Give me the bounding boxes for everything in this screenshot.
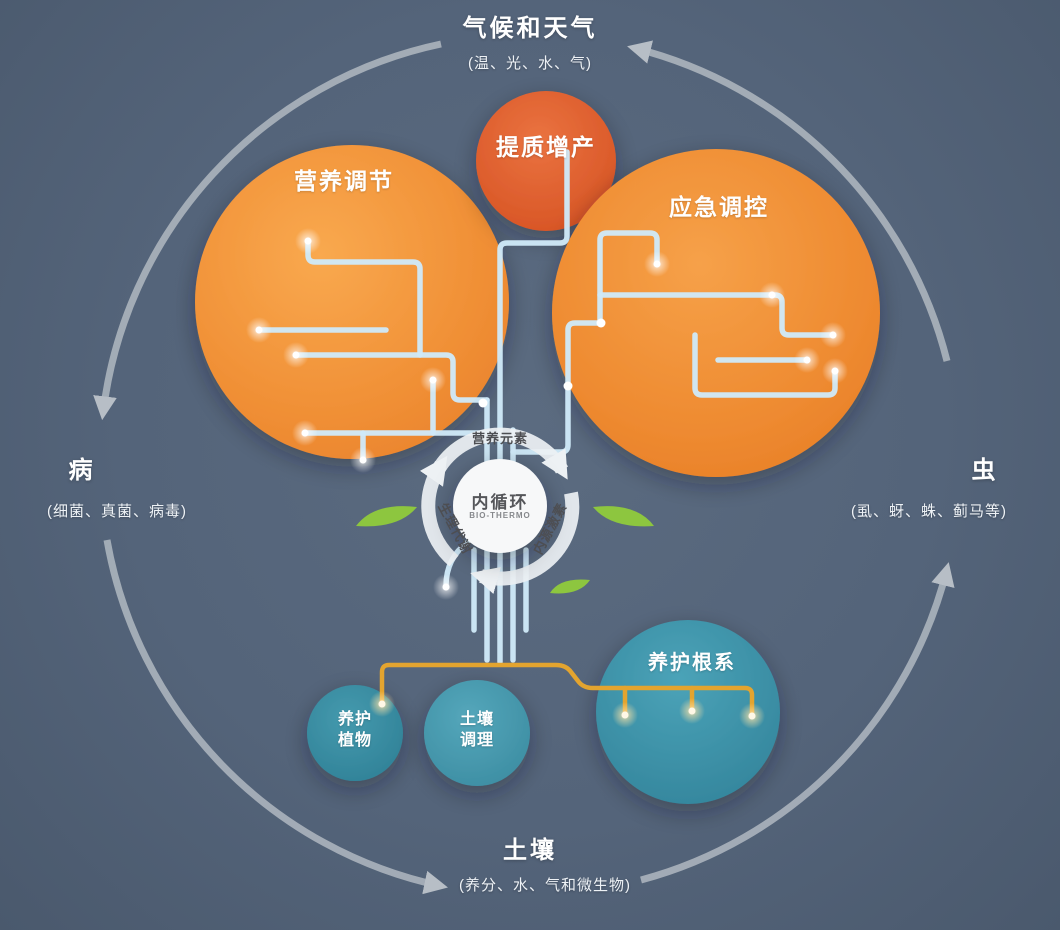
leaf-icon-lower xyxy=(550,579,590,594)
nutrition-label: 营养调节 xyxy=(294,168,394,194)
glow-nodes xyxy=(246,228,848,729)
inner-arc-left xyxy=(419,455,459,567)
glow-node xyxy=(420,367,446,393)
inner-cycle-label-nutrient-elements: 营养元素 xyxy=(471,431,529,446)
bubble-soil-conditioning xyxy=(424,680,530,786)
soil-subtitle: (养分、水、气和微生物) xyxy=(459,877,631,894)
root-glow-node xyxy=(612,702,638,728)
inner-arc-top xyxy=(431,427,569,480)
junction-dot xyxy=(478,398,488,408)
core-subtitle: BIO-THERMO xyxy=(469,511,531,520)
insect-subtitle: (虱、蚜、蛛、蓟马等) xyxy=(851,503,1007,520)
inner-arc-right xyxy=(470,491,580,594)
disease-subtitle: (细菌、真菌、病毒) xyxy=(47,503,187,520)
climate-subtitle: (温、光、水、气) xyxy=(468,55,592,72)
plant-care-label: 养护 植物 xyxy=(337,711,373,749)
insect-title: 虫 xyxy=(971,457,999,484)
inner-cycle-arrows xyxy=(419,427,580,594)
glow-node xyxy=(433,574,459,600)
glow-node xyxy=(759,282,785,308)
root-glow-node xyxy=(679,698,705,724)
core-circle xyxy=(453,459,547,553)
leaf-icons xyxy=(356,506,654,594)
outer-cycle-arrows xyxy=(93,40,955,895)
core-title: 内循环 xyxy=(471,493,529,512)
root-care-label: 养护根系 xyxy=(648,652,736,674)
glow-node xyxy=(644,251,670,277)
cycle-arc-insects-to-climate xyxy=(627,40,951,362)
cycle-arc-climate-to-disease xyxy=(93,40,442,421)
glow-node xyxy=(350,447,376,473)
bubble-quality xyxy=(476,91,616,231)
glow-node xyxy=(283,342,309,368)
leaf-icon-right xyxy=(593,506,654,527)
leaf-icon-left xyxy=(356,506,417,527)
disease-title: 病 xyxy=(68,457,96,484)
quality-label: 提质增产 xyxy=(496,134,596,160)
climate-title: 气候和天气 xyxy=(462,15,598,42)
glow-node xyxy=(246,317,272,343)
glow-node xyxy=(295,228,321,254)
root-glow-node xyxy=(739,703,765,729)
soil-conditioning-label: 土壤 调理 xyxy=(459,711,495,749)
glow-node xyxy=(822,358,848,384)
junction-dot xyxy=(596,318,606,328)
glow-node xyxy=(794,347,820,373)
glow-node xyxy=(820,322,846,348)
cycle-arc-disease-to-soil xyxy=(103,539,448,895)
cycle-arc-soil-to-insects xyxy=(640,562,955,884)
junction-dot xyxy=(563,381,573,391)
glow-node xyxy=(292,420,318,446)
emergency-label: 应急调控 xyxy=(669,194,769,220)
soil-title: 土壤 xyxy=(503,837,557,864)
root-glow-node xyxy=(369,691,395,717)
